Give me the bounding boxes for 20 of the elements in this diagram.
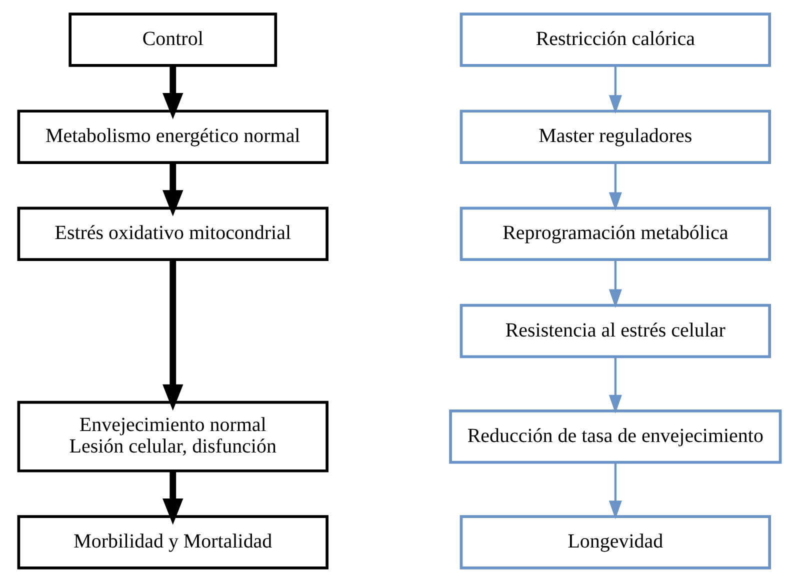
arrow (162, 163, 184, 216)
node-box: Resistencia al estrés celular (460, 304, 772, 358)
arrow (162, 66, 184, 120)
node-box: Estrés oxidativo mitocondrial (17, 206, 328, 262)
arrow (608, 66, 622, 114)
arrow (608, 163, 622, 211)
node-box: Restricción calórica (460, 12, 772, 67)
node-box: Envejecimiento normal Lesión celular, disfunción (17, 400, 328, 472)
node-box: Metabolismo energético normal (17, 110, 328, 164)
node-box: Reducción de tasa de envejecimiento (449, 409, 782, 464)
arrow (162, 471, 184, 525)
arrow (608, 356, 622, 414)
node-box: Reprogramación metabólica (460, 206, 772, 262)
node-box: Morbilidad y Mortalidad (17, 515, 328, 570)
node-box: Control (68, 12, 278, 67)
arrow (608, 260, 622, 308)
arrow (162, 260, 184, 411)
node-box: Master reguladores (460, 110, 772, 164)
arrow (608, 462, 622, 520)
node-box: Longevidad (460, 515, 772, 570)
